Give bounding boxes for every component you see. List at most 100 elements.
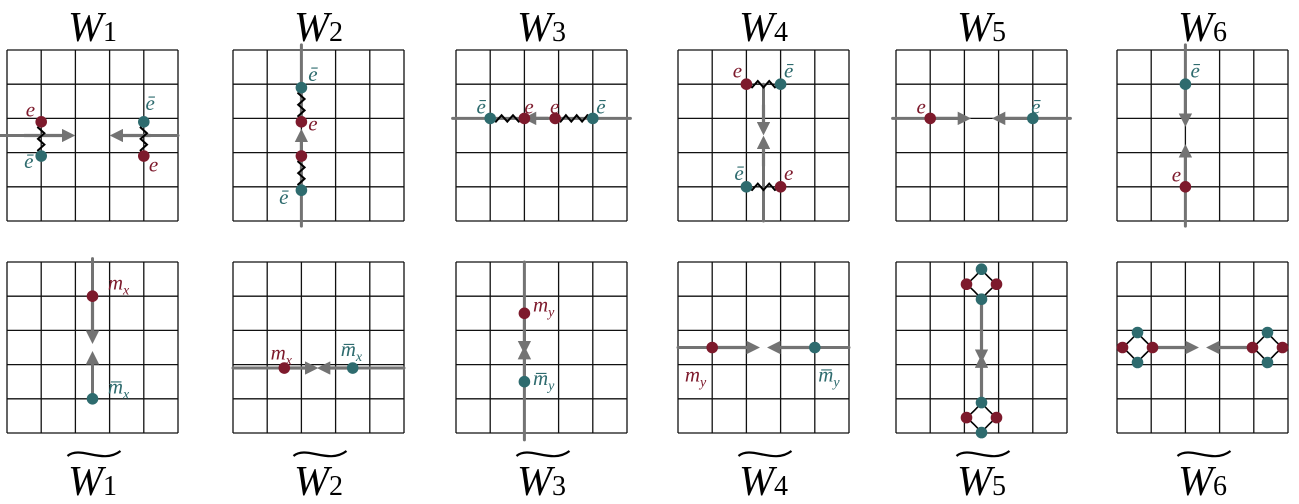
label-symbol: m <box>108 270 123 294</box>
subtitle-w: W2 <box>294 5 343 51</box>
label-symbol: ē <box>1191 58 1201 82</box>
ebar-particle <box>1261 356 1274 369</box>
title-base: W <box>739 5 778 51</box>
label-symbol: e <box>784 161 793 185</box>
label-subscript: y <box>698 376 707 391</box>
m-label: my <box>685 363 707 391</box>
wavy-string <box>745 79 782 89</box>
tilde-accent <box>515 450 571 458</box>
title-base: W <box>517 5 556 51</box>
e-label: e <box>733 58 742 82</box>
subtitle-w-tilde: W5 <box>957 459 1006 504</box>
subtitle-w: W3 <box>517 5 566 51</box>
lattice-grid <box>232 49 405 222</box>
ebar-label: ē <box>308 62 318 86</box>
e-label: e <box>784 161 793 185</box>
subtitle-w: W4 <box>739 5 788 51</box>
ebar-label: ē <box>734 161 744 185</box>
ebar-label: ē <box>477 94 487 118</box>
title-subscript: 4 <box>774 471 788 502</box>
title-subscript: 2 <box>329 471 343 502</box>
e-particle <box>295 116 308 128</box>
ebar-particle <box>484 112 497 125</box>
tilde-accent <box>66 450 122 458</box>
e-label: e <box>917 94 926 118</box>
lattice-grid <box>895 49 1068 222</box>
label-symbol: m̅ <box>108 375 123 399</box>
ebar-particle <box>975 293 988 306</box>
label-symbol: ē <box>784 58 794 82</box>
subtitle-w-tilde: W4 <box>739 459 788 504</box>
e-particle <box>706 341 718 354</box>
string-layer <box>0 43 1284 442</box>
e-label: e <box>149 152 158 176</box>
ebar-particle <box>774 78 787 90</box>
ebar-particle <box>975 396 988 409</box>
ebar-particle <box>1131 326 1144 339</box>
e-label: e <box>550 94 559 118</box>
label-subscript: x <box>285 353 293 368</box>
label-symbol: m̅ <box>341 337 356 361</box>
ebar-particle <box>518 375 531 388</box>
subtitle-w: W5 <box>957 5 1006 51</box>
wavy-string <box>296 155 307 191</box>
lattice-grid <box>1116 261 1289 434</box>
ebar-particle <box>975 426 988 439</box>
title-base: W <box>68 459 107 504</box>
e-particle <box>549 112 561 125</box>
label-symbol: ē <box>24 149 34 173</box>
title-base: W <box>957 459 996 504</box>
label-symbol: m̅ <box>533 366 548 390</box>
ebar-particle <box>1261 326 1274 339</box>
ebar-particle <box>86 393 99 405</box>
title-base: W <box>1178 459 1217 504</box>
title-subscript: 3 <box>552 17 566 48</box>
wavy-string <box>139 121 149 157</box>
m-label: mx <box>108 270 130 298</box>
lattice-grid <box>455 49 628 222</box>
mbar-label: m̅x <box>341 337 363 365</box>
e-particle <box>86 290 99 303</box>
ebar-label: ē <box>1031 94 1041 118</box>
m-label: mx <box>271 340 293 368</box>
subtitle-w-tilde: W6 <box>1178 459 1227 504</box>
e-particle <box>1276 341 1289 354</box>
title-subscript: 4 <box>774 17 788 48</box>
wavy-string <box>489 113 525 124</box>
label-symbol: e <box>917 94 926 118</box>
wavy-string <box>745 182 782 192</box>
wavy-string <box>296 87 307 123</box>
ebar-particle <box>295 184 308 197</box>
subtitle-w-tilde: W1 <box>68 459 117 504</box>
e-particle <box>35 116 47 128</box>
label-symbol: ē <box>734 161 744 185</box>
ebar-particle <box>138 116 150 128</box>
e-particle <box>518 307 531 320</box>
e-particle <box>960 278 973 291</box>
ebar-label: ē <box>279 185 289 209</box>
e-label: e <box>1172 163 1181 187</box>
e-particle <box>1116 341 1129 354</box>
label-symbol: e <box>149 152 158 176</box>
e-particle <box>1146 341 1159 354</box>
title-base: W <box>294 5 333 51</box>
title-subscript: 2 <box>329 17 343 48</box>
label-symbol: e <box>26 98 35 122</box>
label-subscript: y <box>546 379 555 394</box>
tilde-accent <box>955 450 1011 458</box>
particle-layer <box>35 78 1289 439</box>
ebar-label: ē <box>596 94 606 118</box>
label-symbol: m <box>271 340 286 364</box>
label-symbol: ē <box>477 94 487 118</box>
e-particle <box>990 411 1003 424</box>
ebar-particle <box>809 341 821 354</box>
label-symbol: e <box>550 94 559 118</box>
label-subscript: x <box>355 350 363 365</box>
title-subscript: 3 <box>552 471 566 502</box>
e-particle <box>295 150 308 162</box>
subtitle-w-tilde: W2 <box>294 459 343 504</box>
title-subscript: 5 <box>992 471 1006 502</box>
